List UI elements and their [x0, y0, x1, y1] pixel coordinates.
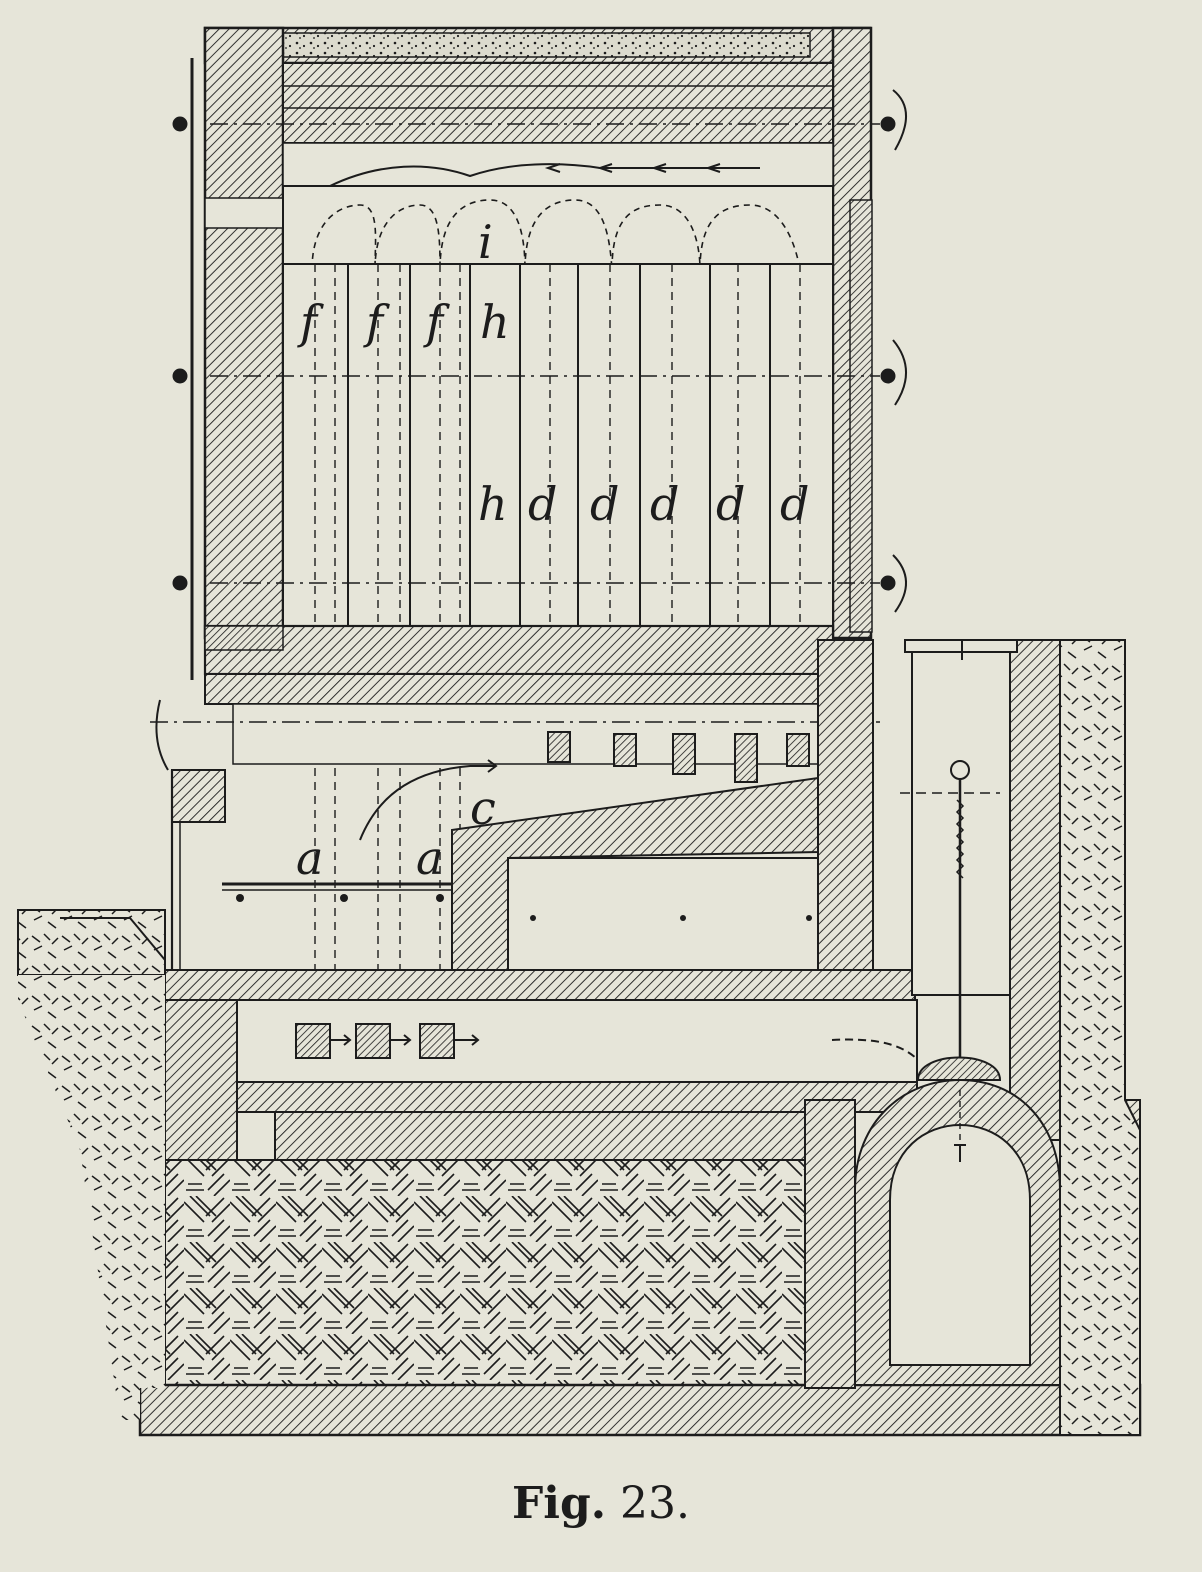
tie-rods: [172, 58, 896, 680]
caption-fig-word: Fig.: [511, 1478, 607, 1529]
roof-arch: [282, 62, 834, 144]
roof-insulation: [261, 32, 811, 58]
damper-cap: [916, 1056, 1002, 1081]
label-d-1: d: [528, 477, 557, 531]
gas-valves-upper: [547, 731, 810, 783]
label-h-lower: h: [478, 477, 508, 531]
left-wall: [203, 26, 285, 640]
lower-wall-left: [164, 999, 238, 1161]
right-wall-lining: [849, 199, 873, 633]
gas-valves-lower: [295, 1023, 455, 1059]
label-d-2: d: [590, 477, 619, 531]
retort-walls: [347, 264, 771, 626]
flue-band: [204, 673, 834, 705]
ground-left: [17, 909, 166, 976]
channel-floor: [236, 1081, 918, 1113]
label-a-2: a: [416, 831, 443, 885]
label-d-4: d: [716, 477, 745, 531]
label-i: i: [478, 215, 493, 269]
gas-producer: [17, 639, 916, 1001]
ground-right: [1059, 639, 1141, 1436]
floor-slab: [164, 969, 916, 1001]
upper-chamber: [172, 26, 907, 1000]
caption-number: 23.: [620, 1478, 691, 1529]
flame-flow-arcs: [311, 199, 801, 271]
chamber-floor: [203, 624, 835, 676]
label-h-upper: h: [480, 295, 510, 349]
chimney-shaft-wall: [1009, 639, 1061, 1141]
figure-caption: Fig. 23.: [0, 1478, 1202, 1529]
recuperator-space: [507, 857, 819, 975]
fire-door: [171, 769, 226, 823]
rubble-foundation: [164, 1159, 806, 1389]
crown-band: [282, 185, 834, 265]
label-d-3: d: [650, 477, 679, 531]
melting-chamber: [282, 263, 834, 627]
label-c: c: [470, 781, 496, 835]
flame-arrows: [329, 163, 760, 187]
right-pier: [817, 639, 874, 986]
base-slab: [138, 1383, 1142, 1437]
label-a-1: a: [296, 831, 323, 885]
label-d-5: d: [780, 477, 809, 531]
left-wall-recess: [204, 197, 284, 229]
foundation: [18, 639, 1142, 1437]
ground-left-lower: [18, 975, 165, 1420]
